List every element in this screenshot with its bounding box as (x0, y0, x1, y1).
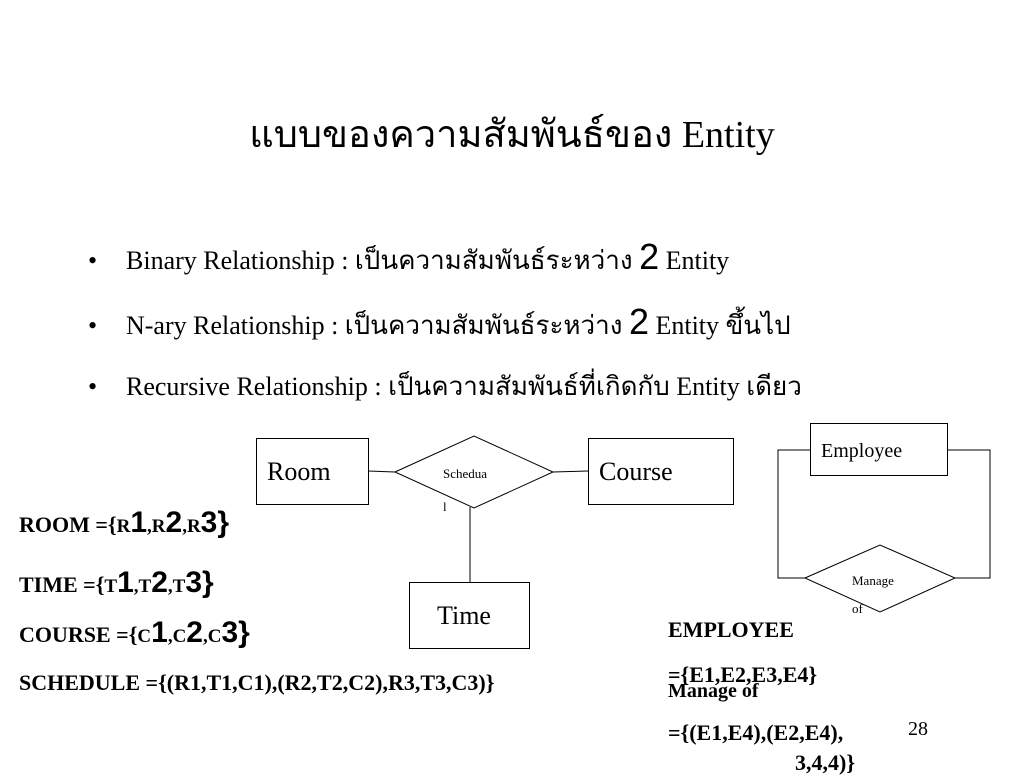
schedule-course-line (552, 470, 589, 473)
manage-of-label: Manage of (668, 680, 759, 702)
course-label: Course (599, 457, 673, 486)
employee-set-values: ={E1,E2,E3,E4} (668, 662, 818, 687)
set-item: 2 (165, 506, 183, 539)
course-set-label: COURSE ={ (19, 622, 138, 647)
bullet-text-end: Entity ขึ้นไป (648, 311, 791, 340)
employee-entity: Employee (810, 423, 948, 476)
set-item: } (217, 506, 230, 539)
course-set: COURSE ={C1,C2,C3} (19, 618, 250, 652)
time-set: TIME ={T1,T2,T3} (19, 568, 214, 602)
schedule-set: SCHEDULE ={(R1,T1,C1),(R2,T2,C2),R3,T3,C… (19, 670, 495, 695)
set-item: R (116, 516, 131, 537)
set-item: } (238, 616, 250, 649)
bullet-dot: • (88, 311, 98, 340)
set-item: 1 (117, 566, 134, 599)
slide-title: แบบของความสัมพันธ์ของ Entity (249, 114, 775, 156)
room-set: ROOM ={R1,R2,R3} (19, 508, 229, 542)
manage-of-values: ={(E1,E4),(E2,E4), (668, 720, 844, 745)
employee-set-title: EMPLOYEE (668, 617, 794, 642)
bullet-text: Binary Relationship : เป็นความสัมพันธ์ระ… (126, 246, 640, 275)
set-item: 2 (151, 566, 168, 599)
set-item: ,R (147, 516, 166, 537)
room-set-label: ROOM ={ (19, 512, 117, 537)
set-item: T (104, 576, 118, 597)
time-label: Time (437, 601, 491, 630)
employee-left-line (777, 449, 810, 579)
bullet-recursive: • Recursive Relationship : เป็นความสัมพัน… (88, 370, 802, 404)
set-item: ,T (133, 576, 152, 597)
employee-right-line (947, 449, 991, 579)
time-set-label: TIME ={ (19, 572, 105, 597)
manage-of-values-cont: 3,4,4)} (795, 750, 855, 775)
schedule-diamond (393, 435, 555, 509)
bullet-dot: • (88, 372, 98, 401)
manage-label: Manage (852, 573, 894, 588)
bullet-nary: • N-ary Relationship : เป็นความสัมพันธ์ระ… (88, 304, 791, 343)
bullet-text: Recursive Relationship : เป็นความสัมพันธ… (126, 372, 802, 401)
room-label: Room (267, 457, 331, 486)
bullet-text-end: Entity (659, 246, 730, 275)
manage-label-2: of (852, 601, 863, 616)
employee-label: Employee (821, 440, 903, 462)
set-item: 3 (200, 506, 218, 539)
course-entity: Course (588, 438, 734, 505)
set-item: ,R (182, 516, 201, 537)
bullet-number: 2 (639, 236, 660, 277)
set-item: 1 (151, 616, 168, 649)
set-item: 3 (221, 616, 239, 649)
schedule-label: Schedua (443, 466, 488, 481)
manage-diamond (803, 544, 957, 613)
set-item: } (202, 566, 214, 599)
set-item: C (137, 626, 152, 647)
page-number: 28 (908, 718, 928, 740)
bullet-number: 2 (628, 301, 649, 342)
set-item: 2 (186, 616, 203, 649)
schedule-label-2: l (443, 499, 447, 514)
set-item: ,C (202, 626, 222, 647)
room-schedule-line (367, 470, 396, 473)
set-item: 1 (130, 506, 148, 539)
bullet-binary: • Binary Relationship : เป็นความสัมพันธ์ร… (88, 239, 730, 278)
set-item: ,C (167, 626, 187, 647)
room-entity: Room (256, 438, 369, 505)
bullet-dot: • (88, 246, 98, 275)
set-item: 3 (185, 566, 203, 599)
set-item: ,T (167, 576, 186, 597)
time-entity: Time (409, 582, 530, 649)
bullet-text: N-ary Relationship : เป็นความสัมพันธ์ระห… (126, 311, 629, 340)
